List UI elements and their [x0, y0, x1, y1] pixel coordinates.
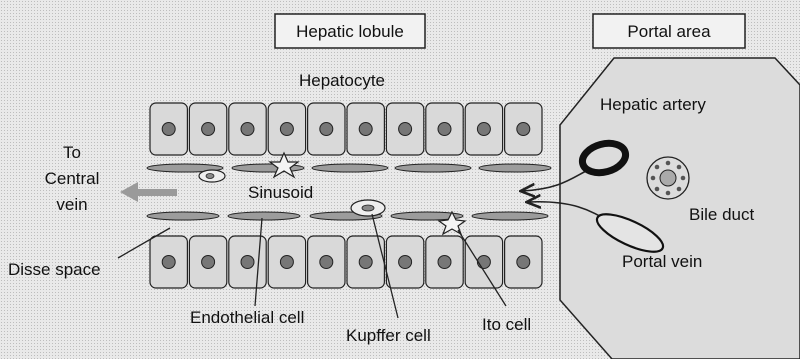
hepatocyte-rows: [150, 103, 542, 288]
hepatocyte-nucleus: [202, 123, 215, 136]
sinusoid-label: Sinusoid: [248, 183, 313, 202]
hepatocyte-nucleus: [162, 256, 175, 269]
kupffer-cell-lower: [351, 200, 385, 216]
disse-space-label: Disse space: [8, 260, 101, 279]
portal-area-title: Portal area: [627, 22, 711, 41]
bile-duct-vessel: [647, 157, 689, 199]
hepatic-lobule-title-box: Hepatic lobule: [275, 14, 425, 48]
hepatocyte-nucleus: [202, 256, 215, 269]
ito-cell-star-upper: [270, 153, 298, 177]
hepatocyte-nucleus: [399, 256, 412, 269]
hepatic-artery-label: Hepatic artery: [600, 95, 706, 114]
hepatocyte-nucleus: [438, 256, 451, 269]
hepatocyte-nucleus: [280, 256, 293, 269]
to-central-vein-arrow: [120, 182, 177, 202]
portal-area-title-box: Portal area: [593, 14, 745, 48]
hepatocyte-nucleus: [399, 123, 412, 136]
hepatocyte-nucleus: [438, 123, 451, 136]
hepatocyte-nucleus: [320, 123, 333, 136]
hepatocyte-nucleus: [359, 256, 372, 269]
ito-cell-label: Ito cell: [482, 315, 531, 334]
portal-vein-label: Portal vein: [622, 252, 702, 271]
hepatocyte-nucleus: [359, 123, 372, 136]
hepatic-lobule-title: Hepatic lobule: [296, 22, 404, 41]
hepatocyte-label: Hepatocyte: [299, 71, 385, 90]
hepatocyte-nucleus: [477, 256, 490, 269]
hepatocyte-nucleus: [517, 123, 530, 136]
to-central-vein-label-line3: vein: [56, 195, 87, 214]
hepatocyte-nucleus: [477, 123, 490, 136]
hepatocyte-nucleus: [241, 123, 254, 136]
to-central-vein-label-line1: To: [63, 143, 81, 162]
hepatocyte-nucleus: [320, 256, 333, 269]
kupffer-cell-upper: [199, 170, 225, 182]
hepatocyte-nucleus: [517, 256, 530, 269]
hepatocyte-nucleus: [241, 256, 254, 269]
bile-duct-label: Bile duct: [689, 205, 754, 224]
endothelial-lining-bottom: [147, 212, 548, 220]
kupffer-cell-label: Kupffer cell: [346, 326, 431, 345]
hepatocyte-nucleus: [162, 123, 175, 136]
hepatocyte-nucleus: [280, 123, 293, 136]
to-central-vein-label-line2: Central: [45, 169, 100, 188]
endothelial-cell-label: Endothelial cell: [190, 308, 304, 327]
